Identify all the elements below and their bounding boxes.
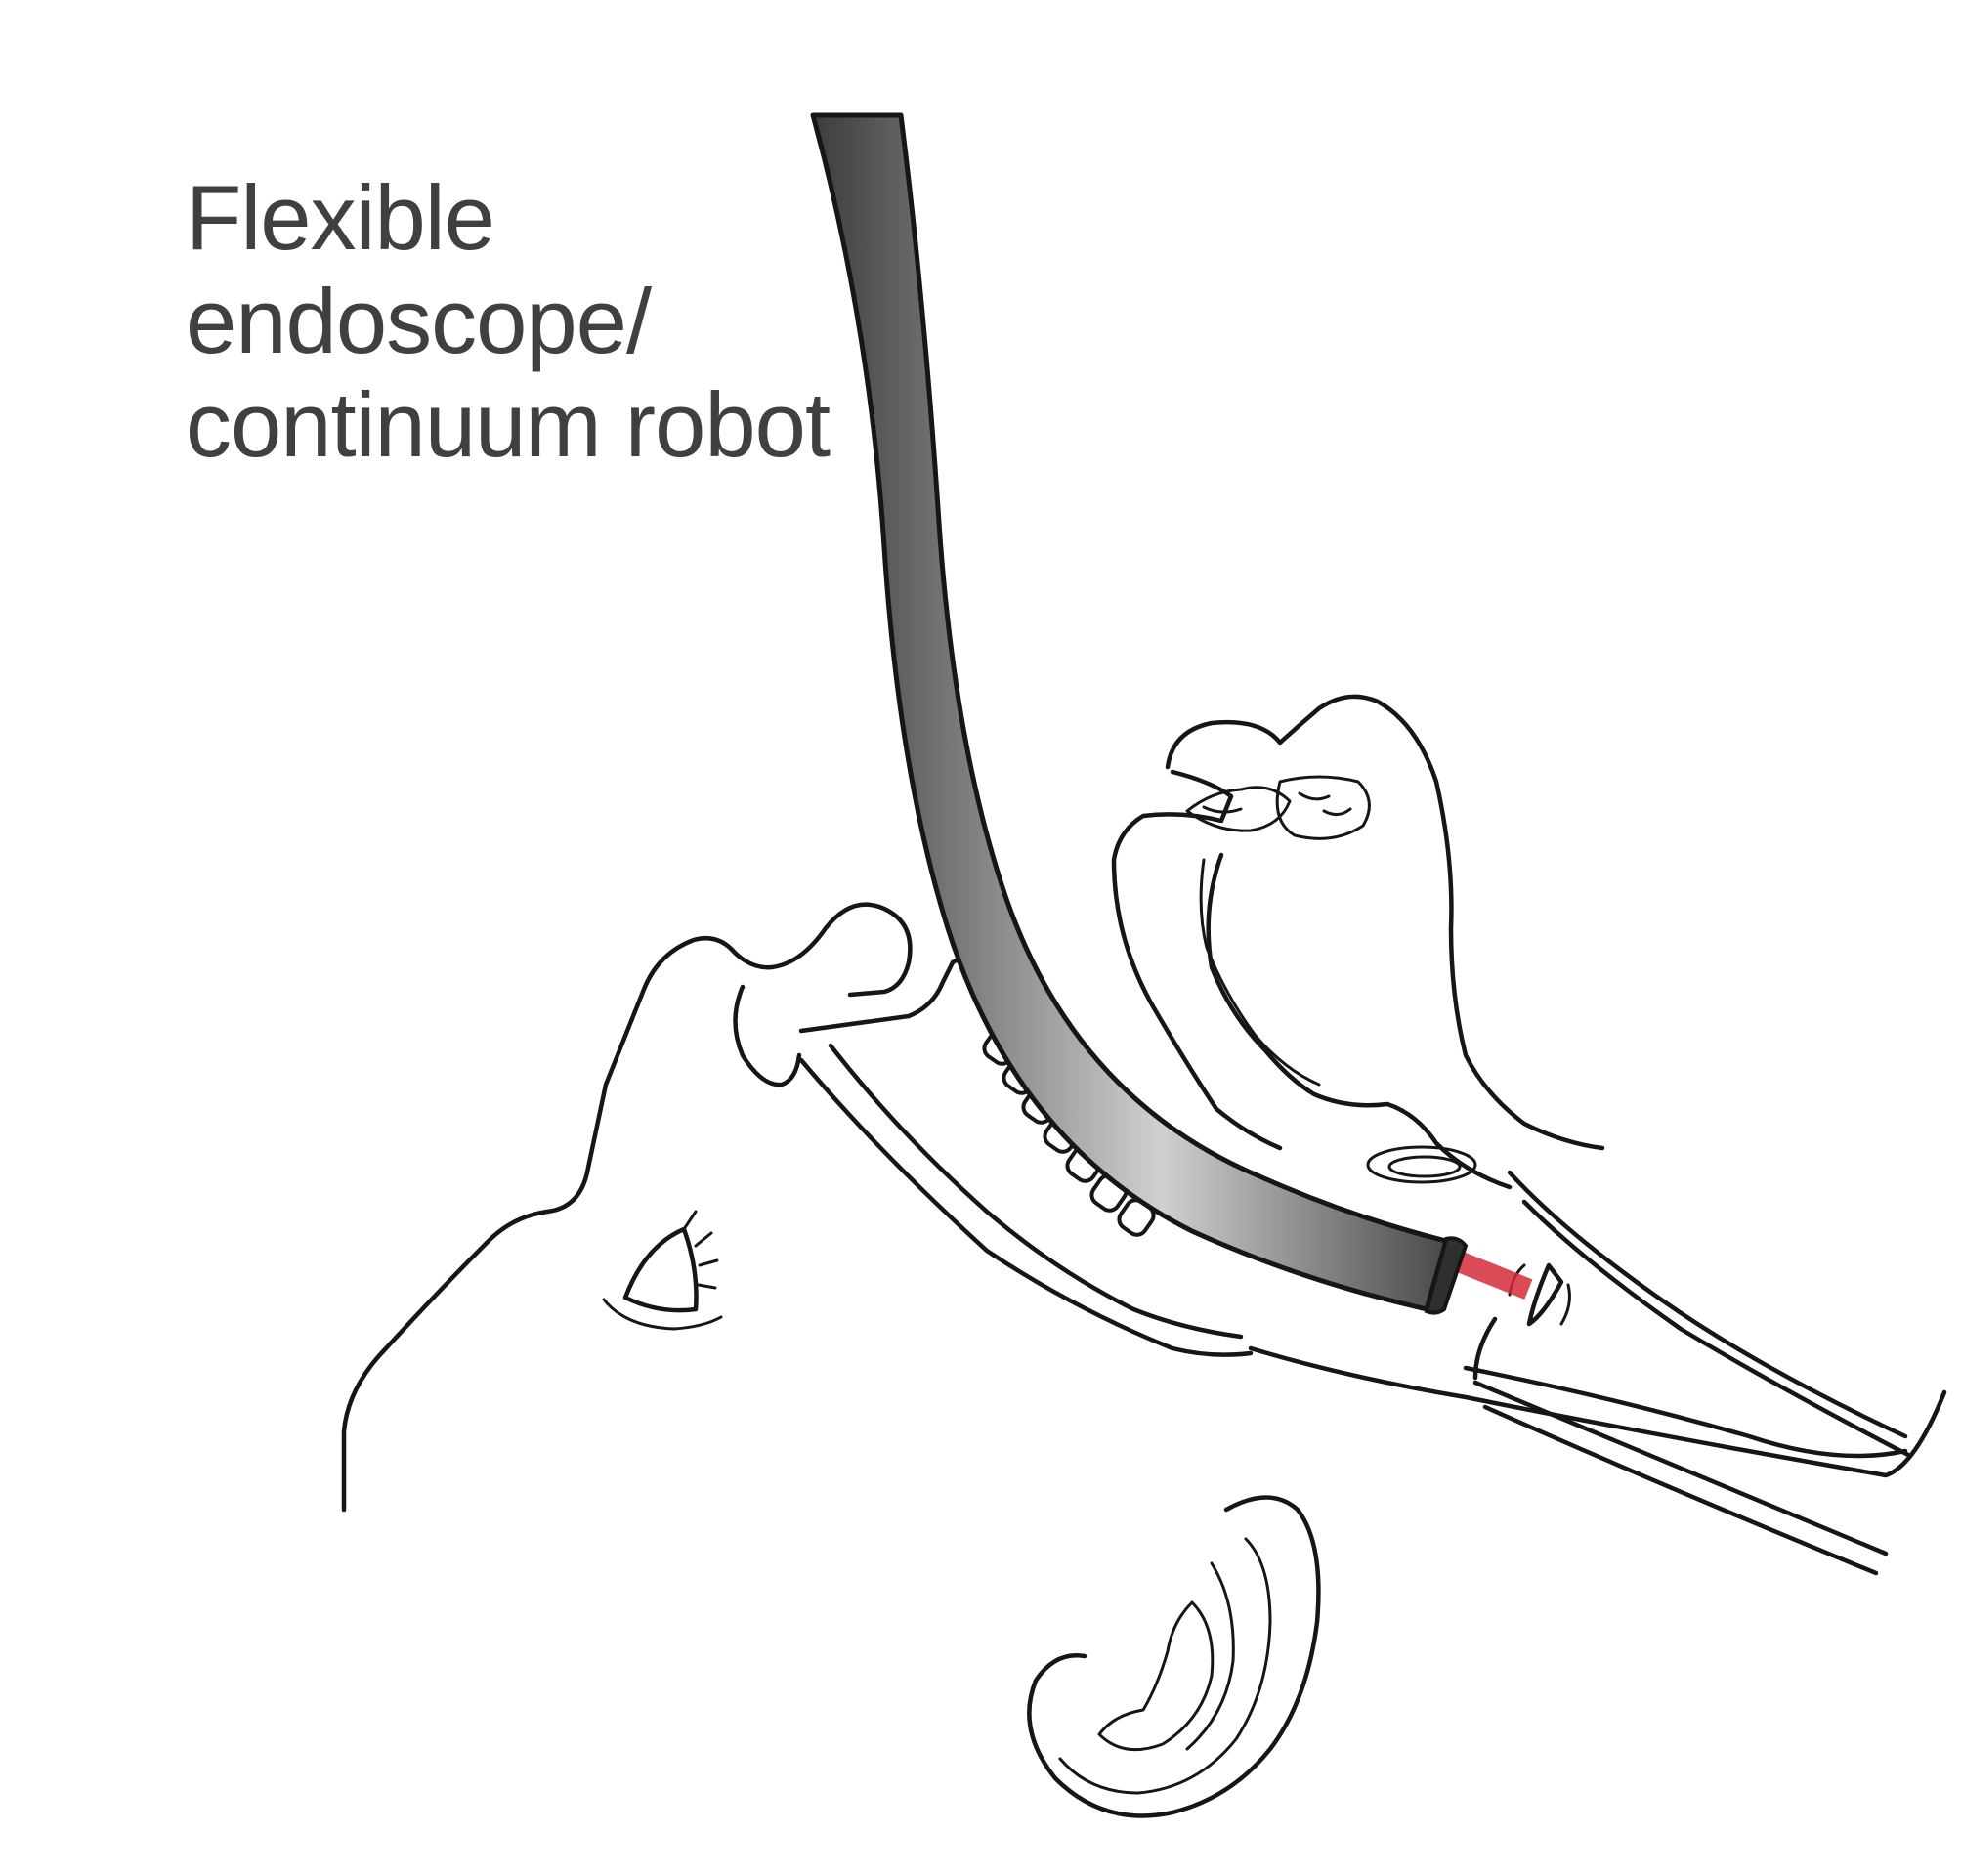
neck-line-upper — [1248, 1345, 1947, 1478]
upper-lip — [733, 984, 802, 1087]
label-line-2: endoscope/ — [186, 270, 652, 372]
label-line-3: continuum robot — [186, 373, 831, 476]
neck-line-middle — [1463, 1365, 1908, 1459]
nasal-passage-line — [1206, 852, 1513, 1190]
skull-contour — [1165, 694, 1605, 1151]
tongue-outline — [798, 1057, 1254, 1357]
face-profile-outline — [341, 902, 913, 1513]
ear-outline — [1027, 1495, 1321, 1818]
eye — [622, 1226, 699, 1313]
label-line-1: Flexible — [186, 166, 495, 269]
endoscope-tube — [810, 112, 1449, 1312]
palate-line — [828, 1043, 1244, 1340]
ear-inner-helix — [1058, 1537, 1272, 1795]
eyelashes — [682, 1210, 719, 1290]
target-tissue — [1526, 1262, 1564, 1327]
ear-antihelix — [1185, 1561, 1235, 1751]
neck-line-lower — [1472, 1380, 1889, 1576]
eye-lower-lid — [602, 1298, 723, 1331]
epiglottis — [1366, 1145, 1477, 1184]
trachea-front — [1472, 1316, 1498, 1381]
ear-concha — [1097, 1600, 1215, 1752]
endoscope-tip — [1424, 1236, 1469, 1315]
sinus-detail — [1185, 775, 1371, 1087]
endoscope-label: Flexible endoscope/ continuum robot — [186, 166, 831, 477]
inner-cranial-line — [1111, 769, 1283, 1151]
larynx-lines — [1507, 1170, 1913, 1459]
epiglottis-inner — [1387, 1155, 1462, 1178]
